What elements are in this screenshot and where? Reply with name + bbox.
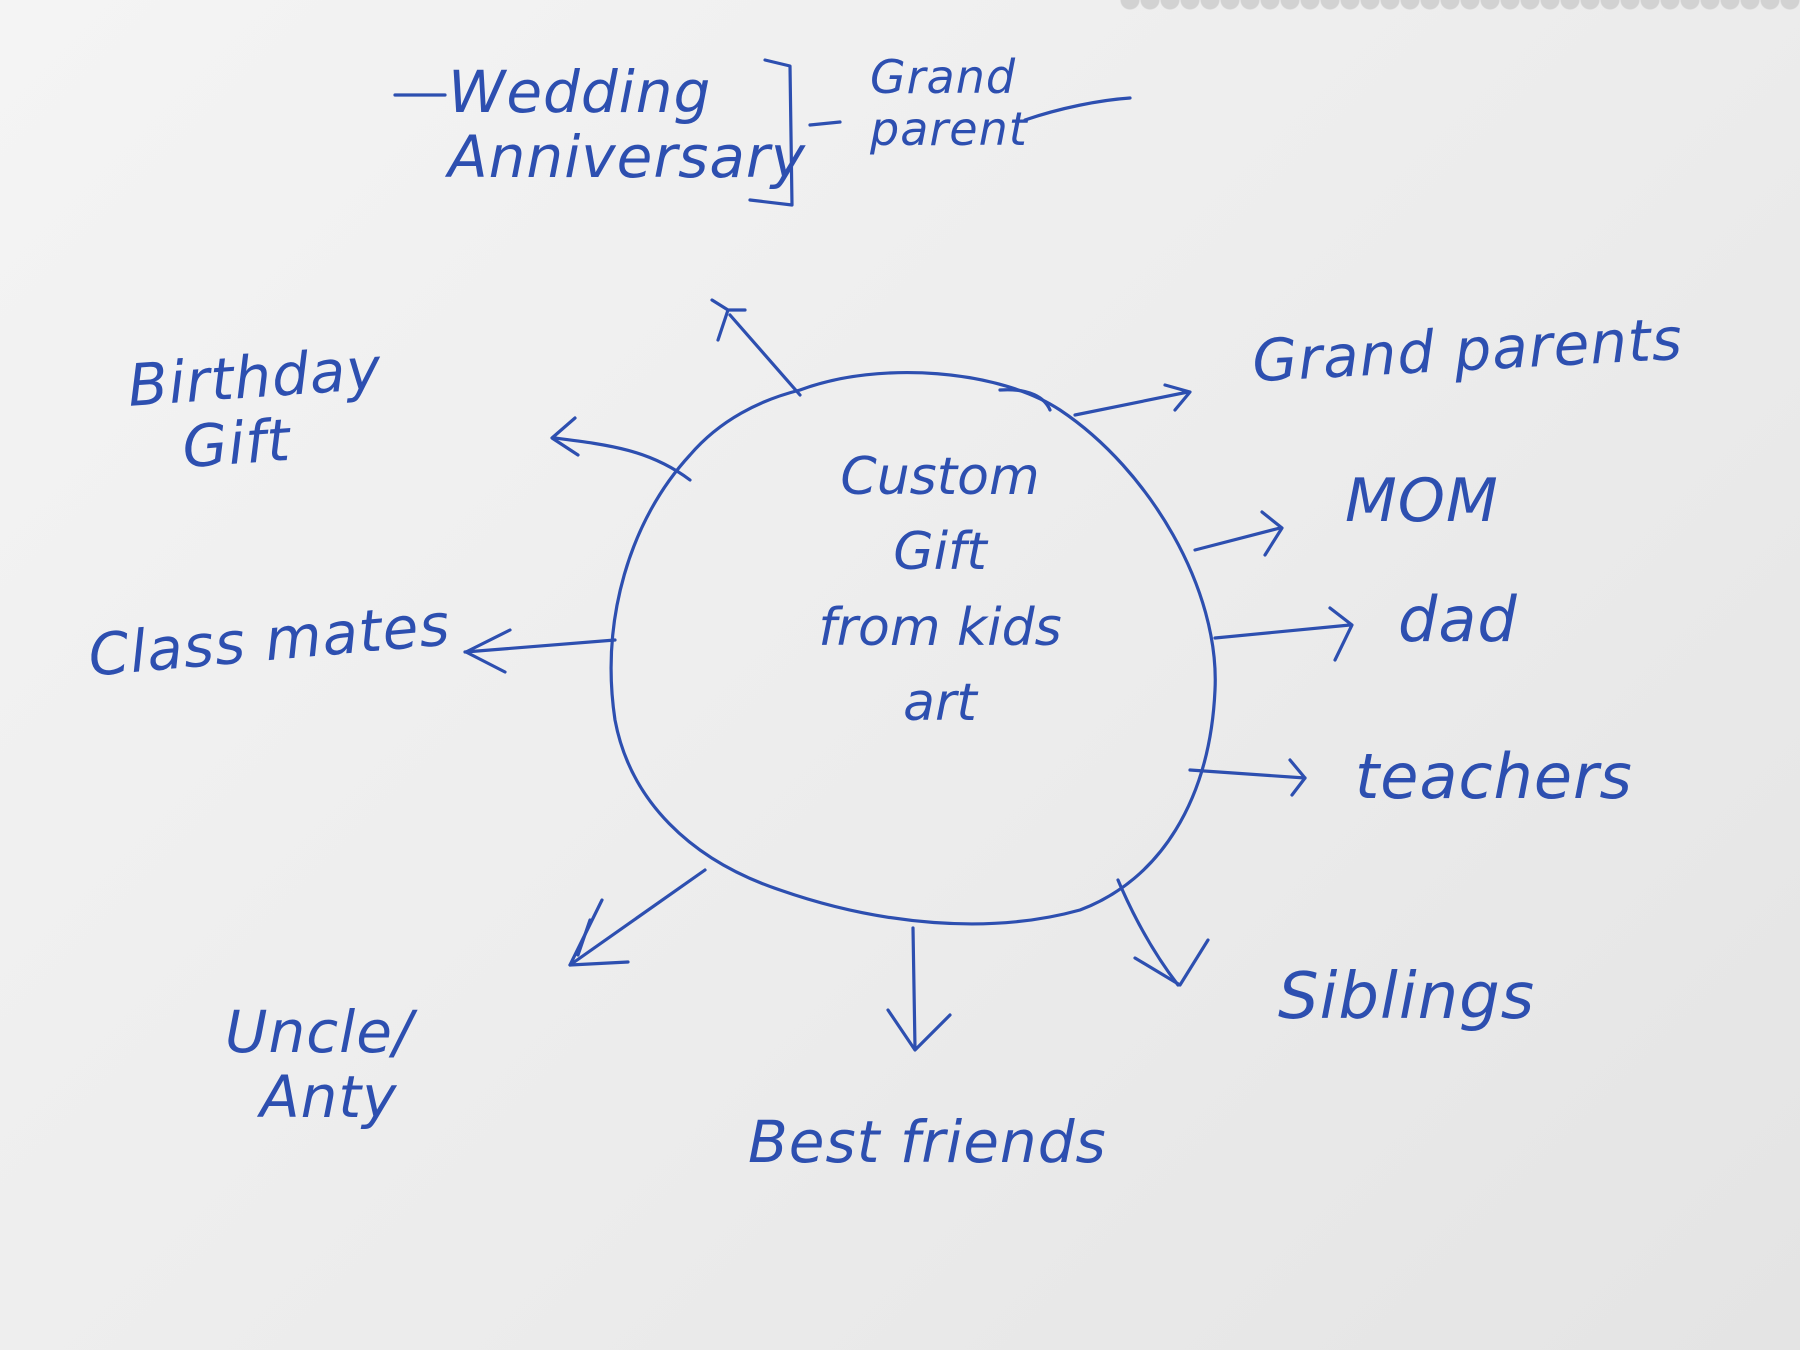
grand-parent-flourish bbox=[1023, 96, 1132, 122]
node-wedding-line-2: Anniversary bbox=[448, 122, 807, 191]
node-teachers: teachers bbox=[1355, 742, 1633, 811]
node-wedding-recipient-line-1: Grand bbox=[870, 50, 1017, 104]
node-teachers-label: teachers bbox=[1355, 740, 1633, 813]
center-line-4: art bbox=[903, 673, 977, 734]
center-line-2: Gift bbox=[893, 522, 987, 583]
arrow-to-birthday-gift bbox=[550, 416, 692, 482]
arrow-to-dad bbox=[1213, 606, 1354, 662]
arrow-to-teachers bbox=[1188, 758, 1307, 797]
node-wedding-recipient: Grand parent bbox=[870, 50, 1028, 156]
node-uncle-aunty: Uncle/ Anty bbox=[225, 1000, 413, 1130]
center-topic: Custom Gift from kids art bbox=[760, 440, 1120, 742]
arrow-to-uncle-aunty bbox=[568, 868, 707, 967]
node-mom-label: MOM bbox=[1345, 466, 1499, 536]
center-line-3: from kids bbox=[818, 597, 1062, 658]
node-wedding-line-1: Wedding bbox=[448, 58, 712, 126]
arrow-to-best-friends bbox=[886, 926, 952, 1052]
node-uncle-line-1: Uncle/ bbox=[225, 998, 414, 1066]
node-siblings-label: Siblings bbox=[1278, 960, 1536, 1034]
arrow-to-siblings bbox=[1116, 878, 1210, 987]
node-best-friends-label: Best friends bbox=[748, 1108, 1107, 1176]
arrow-to-grandparents bbox=[1073, 383, 1192, 417]
arrow-to-wedding-anniversary bbox=[710, 298, 802, 397]
node-mom: MOM bbox=[1345, 466, 1499, 536]
circle-flourish bbox=[998, 388, 1052, 412]
center-circle bbox=[609, 370, 1217, 926]
node-uncle-line-2: Anty bbox=[260, 1062, 398, 1131]
node-dad: dad bbox=[1398, 585, 1518, 654]
node-dad-label: dad bbox=[1398, 583, 1518, 656]
arrow-to-mom bbox=[1193, 510, 1284, 557]
node-best-friends: Best friends bbox=[748, 1110, 1107, 1175]
wedding-bracket bbox=[748, 58, 842, 207]
arrow-to-classmates bbox=[463, 628, 617, 674]
spiral-binding-edge bbox=[1120, 0, 1800, 26]
node-wedding-recipient-line-2: parent bbox=[870, 101, 1028, 156]
node-siblings: Siblings bbox=[1278, 960, 1536, 1034]
node-wedding-anniversary: Wedding Anniversary bbox=[448, 60, 806, 190]
center-line-1: Custom bbox=[840, 447, 1040, 507]
node-birthday-gift: Birthday Gift bbox=[126, 334, 388, 483]
